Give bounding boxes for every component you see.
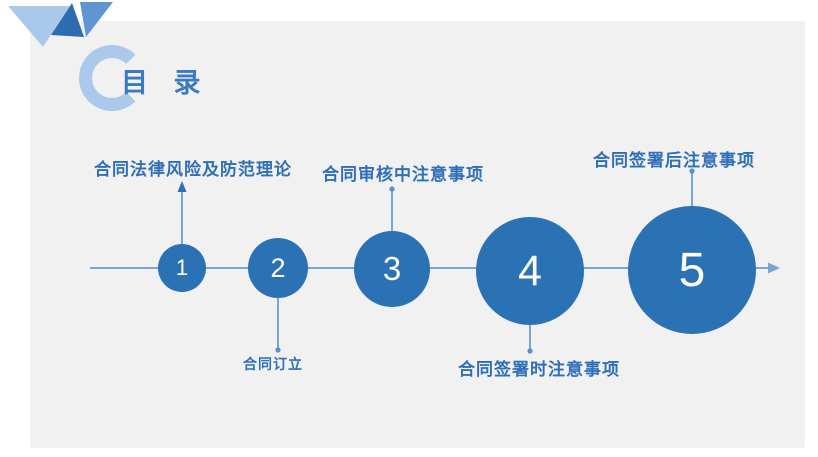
timeline-step-2-label: 合同订立 — [243, 356, 303, 372]
timeline-step-1-circle: 1 — [158, 244, 206, 292]
timeline-step-4-number: 4 — [518, 246, 542, 295]
triangle-light — [8, 6, 70, 47]
connector-item3-dot — [389, 186, 395, 192]
timeline-step-5-label: 合同签署后注意事项 — [593, 151, 755, 170]
timeline-step-3-circle: 3 — [354, 231, 430, 307]
timeline-step-5-circle: 5 — [628, 206, 756, 334]
connector-item4-dot — [527, 348, 533, 354]
timeline-step-5-number: 5 — [678, 243, 706, 297]
triangle-dark — [51, 3, 84, 37]
connector-item2-dot — [275, 347, 281, 353]
page-title: 目 录 — [121, 68, 210, 98]
timeline-step-2-circle: 2 — [248, 238, 308, 298]
timeline-step-2-number: 2 — [270, 252, 286, 283]
triangle-medium — [80, 2, 113, 37]
timeline-step-1-number: 1 — [175, 255, 189, 280]
timeline-step-3-number: 3 — [382, 250, 402, 287]
timeline-step-3-label: 合同审核中注意事项 — [322, 165, 484, 184]
corner-triangles-decoration — [8, 2, 113, 47]
timeline-step-4-label: 合同签署时注意事项 — [458, 360, 620, 379]
timeline-step-1-label: 合同法律风险及防范理论 — [94, 160, 292, 179]
connector-item5-dot — [689, 168, 695, 174]
connector-item1-arrowhead-icon — [177, 181, 187, 192]
timeline-axis-arrowhead-icon — [768, 262, 780, 274]
timeline-step-4-circle: 4 — [476, 217, 584, 325]
